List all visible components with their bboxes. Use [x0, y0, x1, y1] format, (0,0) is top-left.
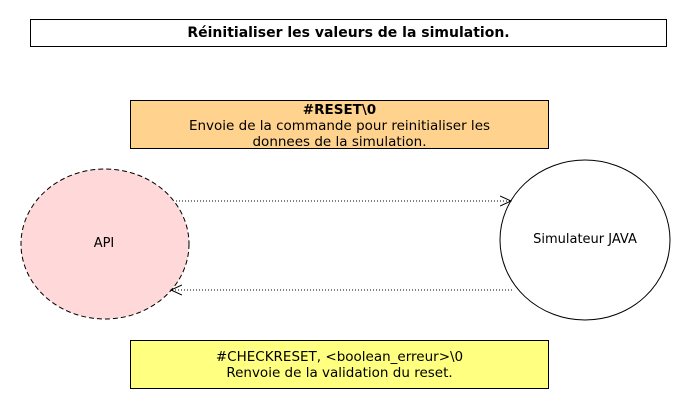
reset-command-text: #RESET\0 [302, 102, 377, 118]
checkreset-description: Renvoie de la validation du reset. [226, 364, 453, 381]
reset-command-note: #RESET\0 Envoie de la commande pour rein… [130, 100, 549, 150]
api-node-label: API [93, 236, 115, 251]
checkreset-note: #CHECKRESET, <boolean_erreur>\0 Renvoie … [130, 340, 549, 389]
checkreset-command-text: #CHECKRESET, <boolean_erreur>\0 [215, 348, 464, 365]
simulator-node [499, 159, 671, 321]
diagram-title: Réinitialiser les valeurs de la simulati… [30, 19, 667, 47]
reset-description-line-1: Envoie de la commande pour reinitialiser… [188, 118, 491, 134]
api-node [20, 168, 190, 320]
reset-description-line-2: donnees de la simulation. [252, 134, 427, 150]
simulator-node-label: Simulateur JAVA [533, 232, 637, 247]
